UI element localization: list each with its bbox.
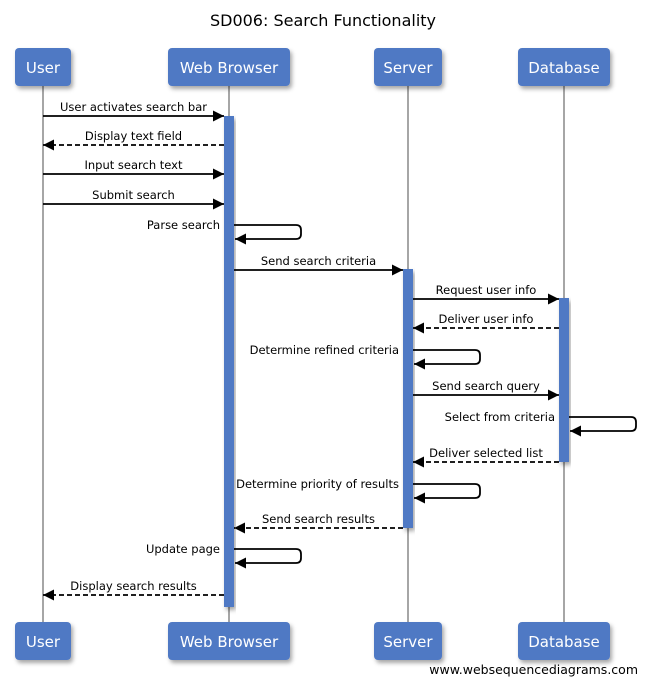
message: Send search query — [413, 379, 559, 401]
footer-watermark: www.websequencediagrams.com — [429, 662, 638, 677]
message-label: Request user info — [436, 283, 537, 297]
activation-bar-browser — [224, 116, 234, 607]
message-label: Deliver selected list — [429, 446, 543, 460]
message-label: Determine refined criteria — [250, 343, 399, 357]
message: Display search results — [43, 579, 224, 601]
participant-db-top: Database — [518, 48, 610, 86]
participant-box — [374, 48, 442, 86]
participant-label: Web Browser — [180, 59, 279, 77]
self-message-arrow — [413, 349, 481, 370]
participant-box — [518, 48, 610, 86]
activation-bars — [224, 116, 569, 607]
participant-box — [15, 48, 71, 86]
participant-label: User — [26, 633, 61, 651]
participant-box — [518, 622, 610, 660]
diagram-title: SD006: Search Functionality — [210, 11, 436, 30]
message-label: Send search query — [432, 379, 540, 393]
message-label: Deliver user info — [439, 312, 534, 326]
message: Send search criteria — [234, 254, 403, 276]
message-label: Update page — [146, 542, 220, 556]
activation-bar-server — [403, 269, 413, 528]
message: Determine priority of results — [236, 477, 481, 504]
activation-bar-db — [559, 298, 569, 462]
message-label: Display text field — [85, 129, 182, 143]
message: Submit search — [43, 188, 224, 210]
self-message-arrow — [569, 416, 637, 437]
message: Update page — [146, 542, 302, 569]
participant-label: Database — [528, 59, 600, 77]
message: Deliver selected list — [413, 446, 559, 468]
message-label: User activates search bar — [60, 100, 207, 114]
message-label: Send search results — [262, 512, 375, 526]
participant-user-top: User — [15, 48, 71, 86]
participant-box — [168, 622, 290, 660]
message: User activates search bar — [43, 100, 224, 122]
message-label: Send search criteria — [261, 254, 376, 268]
message: Display text field — [43, 129, 224, 151]
participant-db-bottom: Database — [518, 622, 610, 660]
message: Input search text — [43, 158, 224, 180]
message-label: Input search text — [85, 158, 183, 172]
message: Deliver user info — [413, 312, 559, 334]
participant-label: Server — [383, 59, 433, 77]
message-label: Parse search — [147, 218, 220, 232]
message-label: Submit search — [92, 188, 175, 202]
message: Parse search — [147, 218, 302, 245]
message: Determine refined criteria — [250, 343, 481, 370]
participant-server-bottom: Server — [374, 622, 442, 660]
participant-label: Web Browser — [180, 633, 279, 651]
participant-label: User — [26, 59, 61, 77]
participant-server-top: Server — [374, 48, 442, 86]
participant-label: Database — [528, 633, 600, 651]
message: Request user info — [413, 283, 559, 305]
message-label: Determine priority of results — [236, 477, 399, 491]
self-message-arrow — [413, 483, 481, 504]
message-label: Display search results — [70, 579, 196, 593]
message: Send search results — [234, 512, 403, 534]
message-label: Select from criteria — [445, 410, 555, 424]
participant-box — [168, 48, 290, 86]
participant-box — [15, 622, 71, 660]
message: Select from criteria — [445, 410, 637, 437]
self-message-arrow — [234, 548, 302, 569]
participant-browser-top: Web Browser — [168, 48, 290, 86]
participant-label: Server — [383, 633, 433, 651]
participant-user-bottom: User — [15, 622, 71, 660]
participant-box — [374, 622, 442, 660]
self-message-arrow — [234, 224, 302, 245]
participant-browser-bottom: Web Browser — [168, 622, 290, 660]
